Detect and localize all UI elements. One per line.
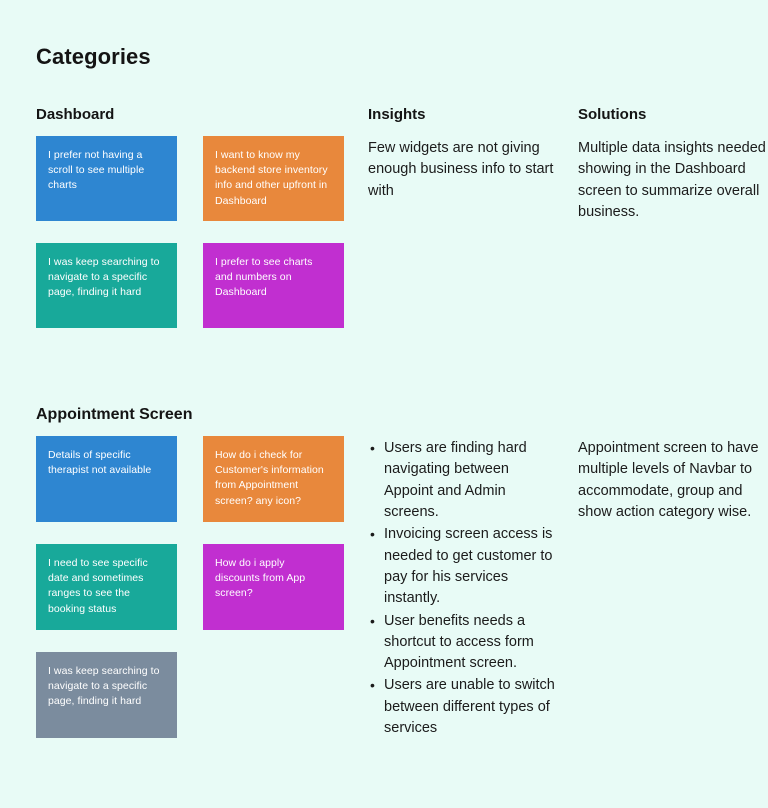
insights-appointment: Users are finding hard navigating betwee…: [368, 438, 560, 740]
insights-bullet-list: Users are finding hard navigating betwee…: [368, 438, 560, 739]
sticky-note[interactable]: How do i apply discounts from App screen…: [203, 544, 344, 630]
section-appointment-screen: Appointment Screen Details of specific t…: [36, 406, 768, 738]
note-row: I prefer not having a scroll to see mult…: [36, 136, 346, 221]
insights-bullet: Users are unable to switch between diffe…: [368, 675, 560, 739]
sticky-notes-dashboard: I prefer not having a scroll to see mult…: [36, 136, 346, 350]
board-grid: Dashboard Insights Solutions I prefer no…: [36, 106, 768, 738]
sticky-note[interactable]: Details of specific therapist not availa…: [36, 436, 177, 522]
column-header-row: Dashboard Insights Solutions: [36, 106, 768, 136]
column-header-solutions: Solutions: [578, 106, 647, 123]
sticky-note[interactable]: I want to know my backend store inventor…: [203, 136, 344, 221]
column-header-dashboard: Dashboard: [36, 106, 115, 123]
sticky-note[interactable]: How do i check for Customer's informatio…: [203, 436, 344, 522]
insights-text: Few widgets are not giving enough busine…: [368, 140, 554, 199]
sticky-notes-appointment: Details of specific therapist not availa…: [36, 436, 346, 760]
solutions-dashboard: Multiple data insights needed showing in…: [578, 138, 768, 223]
column-header-insights: Insights: [368, 106, 426, 123]
sticky-note[interactable]: I prefer to see charts and numbers on Da…: [203, 243, 344, 328]
solutions-appointment: Appointment screen to have multiple leve…: [578, 438, 768, 523]
section-title-appointment: Appointment Screen: [36, 406, 193, 423]
sticky-note[interactable]: I was keep searching to navigate to a sp…: [36, 243, 177, 328]
solution-text: Multiple data insights needed showing in…: [578, 140, 766, 220]
sticky-note[interactable]: I prefer not having a scroll to see mult…: [36, 136, 177, 221]
sticky-note-placeholder: [203, 652, 344, 738]
page-title: Categories: [36, 44, 151, 69]
insights-bullet: Users are finding hard navigating betwee…: [368, 438, 560, 523]
sticky-note[interactable]: I need to see specific date and sometime…: [36, 544, 177, 630]
section-dashboard: I prefer not having a scroll to see mult…: [36, 136, 768, 358]
note-row: I was keep searching to navigate to a sp…: [36, 652, 346, 738]
insights-bullet: User benefits needs a shortcut to access…: [368, 611, 560, 675]
note-row: I was keep searching to navigate to a sp…: [36, 243, 346, 328]
insights-bullet: Invoicing screen access is needed to get…: [368, 524, 560, 609]
note-row: Details of specific therapist not availa…: [36, 436, 346, 522]
insights-dashboard: Few widgets are not giving enough busine…: [368, 138, 560, 202]
sticky-note[interactable]: I was keep searching to navigate to a sp…: [36, 652, 177, 738]
solution-text: Appointment screen to have multiple leve…: [578, 440, 759, 520]
note-row: I need to see specific date and sometime…: [36, 544, 346, 630]
